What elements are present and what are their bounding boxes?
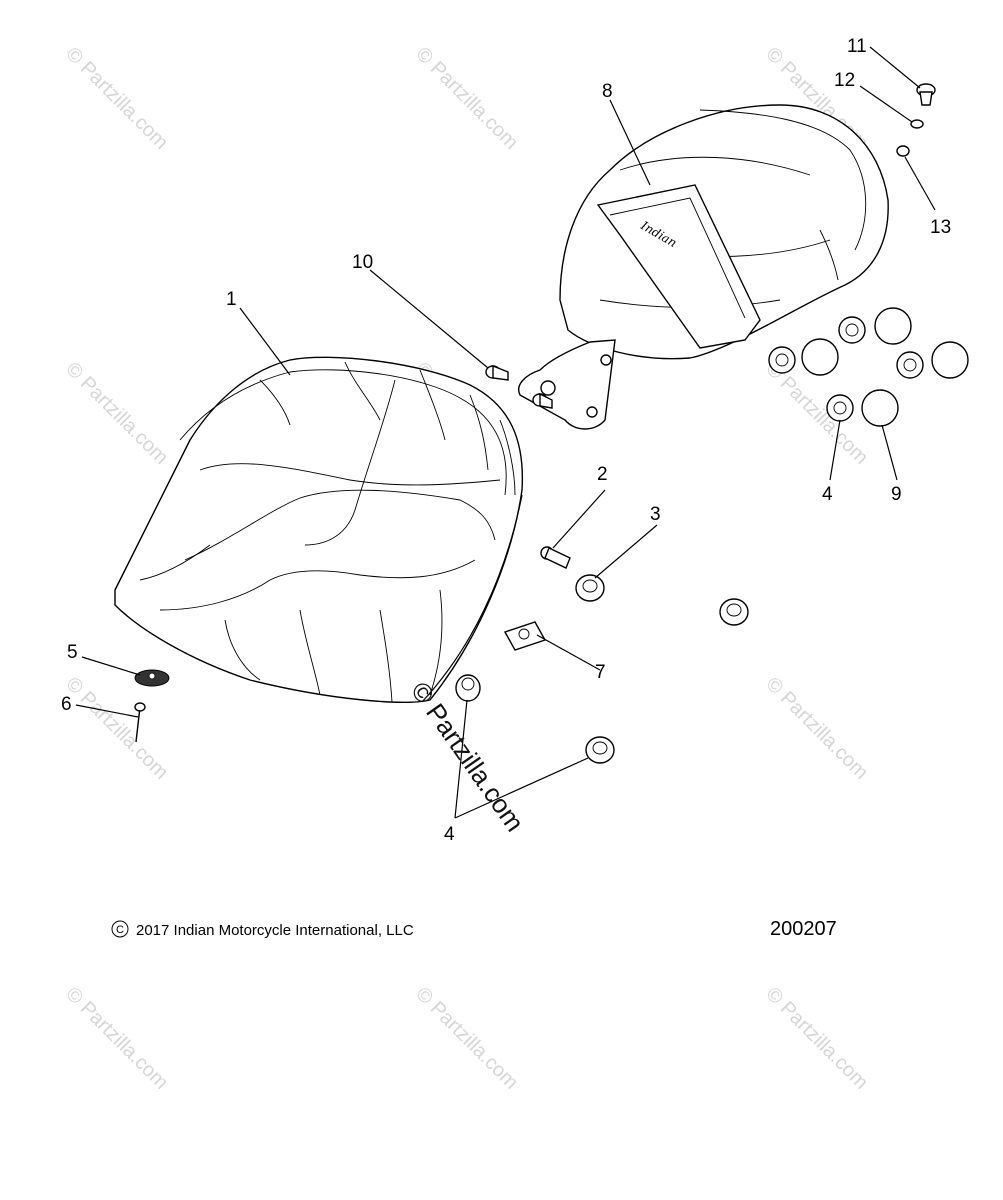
callout-8: 8 <box>602 81 613 102</box>
part-11-screw <box>916 83 936 106</box>
part-12-washer <box>910 119 924 129</box>
callout-12: 12 <box>834 70 855 91</box>
passenger-pillion: Indian <box>518 104 889 430</box>
watermark: © Partzilla.com <box>411 983 522 1094</box>
part-3-grommet <box>575 574 605 602</box>
watermark: © Partzilla.com <box>761 983 872 1094</box>
callout-4: 4 <box>822 484 833 505</box>
callout-3: 3 <box>650 504 661 525</box>
copyright-symbol: C <box>116 924 124 936</box>
callout-5: 5 <box>67 642 78 663</box>
watermark: © Partzilla.com <box>761 673 872 784</box>
copyright-footer: C 2017 Indian Motorcycle International, … <box>111 920 414 939</box>
part-13-nut <box>896 145 910 157</box>
leader-lines <box>75 46 936 819</box>
watermark: © Partzilla.com <box>61 358 172 469</box>
part-5-nut <box>134 669 170 687</box>
diagram-number: 200207 <box>770 918 837 940</box>
part-6-pin <box>134 702 146 743</box>
part-4-grommets <box>455 674 615 764</box>
part-2-bolt <box>540 546 571 569</box>
watermark: © Partzilla.com <box>61 43 172 154</box>
callouts: 1 2 3 4 4 5 6 7 8 9 10 11 12 13 <box>61 36 951 845</box>
callout-10: 10 <box>352 252 373 273</box>
callout-2: 2 <box>597 464 608 485</box>
callout-11: 11 <box>847 36 867 57</box>
callout-13: 13 <box>930 217 951 238</box>
callout-4: 4 <box>444 824 455 845</box>
copyright-text: 2017 Indian Motorcycle International, LL… <box>136 922 414 939</box>
callout-9: 9 <box>891 484 902 505</box>
watermark: © Partzilla.com <box>411 43 522 154</box>
callout-7: 7 <box>595 662 606 683</box>
rider-seat <box>114 356 524 703</box>
grommet-cluster <box>768 307 969 427</box>
watermark: © Partzilla.com <box>61 673 172 784</box>
part-10-bolt <box>485 364 553 409</box>
callout-1: 1 <box>226 289 237 310</box>
watermark: © Partzilla.com <box>61 983 172 1094</box>
grommet <box>719 598 749 626</box>
callout-6: 6 <box>61 694 72 715</box>
